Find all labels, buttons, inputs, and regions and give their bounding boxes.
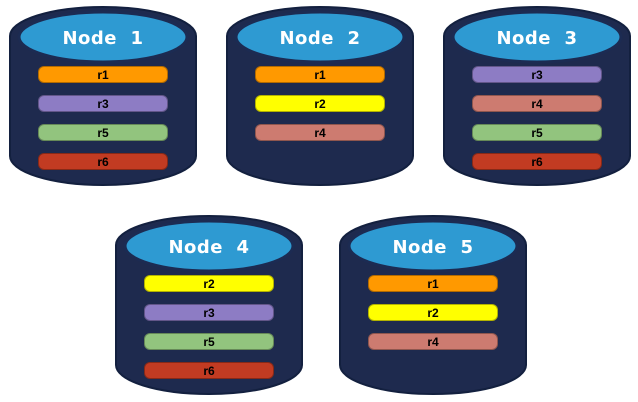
replica-label: r1 (314, 67, 326, 82)
replica-label: r3 (203, 305, 215, 320)
replica-bar: r5 (144, 333, 274, 350)
replica-list: r3 r4 r5 r6 (442, 66, 632, 170)
replica-bar: r6 (38, 153, 168, 170)
replica-label: r1 (427, 276, 439, 291)
node-title: Node 3 (496, 27, 578, 49)
database-node-5: Node 5 r1 r2 r4 (338, 213, 528, 397)
replica-label: r6 (203, 363, 215, 378)
replica-bar: r1 (38, 66, 168, 83)
replica-list: r1 r3 r5 r6 (8, 66, 198, 170)
database-node-2: Node 2 r1 r2 r4 (225, 4, 415, 188)
replica-bar: r2 (368, 304, 498, 321)
database-node-1: Node 1 r1 r3 r5 r6 (8, 4, 198, 188)
replica-list: r2 r3 r5 r6 (114, 275, 304, 379)
replica-bar: r3 (144, 304, 274, 321)
replica-list: r1 r2 r4 (225, 66, 415, 141)
replica-label: r2 (314, 96, 326, 111)
replica-bar: r1 (368, 275, 498, 292)
replica-label: r2 (203, 276, 215, 291)
replica-bar: r5 (38, 124, 168, 141)
replica-label: r4 (531, 96, 543, 111)
replica-bar: r6 (144, 362, 274, 379)
replica-label: r1 (97, 67, 109, 82)
replica-label: r4 (314, 125, 326, 140)
database-node-3: Node 3 r3 r4 r5 r6 (442, 4, 632, 188)
replica-label: r3 (97, 96, 109, 111)
replica-label: r5 (531, 125, 543, 140)
replica-label: r4 (427, 334, 439, 349)
replica-label: r5 (203, 334, 215, 349)
replica-bar: r4 (472, 95, 602, 112)
replica-label: r6 (531, 154, 543, 169)
replica-label: r2 (427, 305, 439, 320)
node-title: Node 4 (168, 236, 250, 258)
replica-bar: r5 (472, 124, 602, 141)
database-node-4: Node 4 r2 r3 r5 r6 (114, 213, 304, 397)
replica-bar: r4 (255, 124, 385, 141)
replica-label: r5 (97, 125, 109, 140)
replica-bar: r6 (472, 153, 602, 170)
node-title: Node 5 (392, 236, 474, 258)
replica-list: r1 r2 r4 (338, 275, 528, 350)
replica-label: r3 (531, 67, 543, 82)
replica-bar: r4 (368, 333, 498, 350)
replica-bar: r2 (255, 95, 385, 112)
replica-bar: r3 (38, 95, 168, 112)
replica-label: r6 (97, 154, 109, 169)
node-title: Node 2 (279, 27, 361, 49)
replica-bar: r3 (472, 66, 602, 83)
replica-bar: r1 (255, 66, 385, 83)
node-title: Node 1 (62, 27, 144, 49)
replica-bar: r2 (144, 275, 274, 292)
